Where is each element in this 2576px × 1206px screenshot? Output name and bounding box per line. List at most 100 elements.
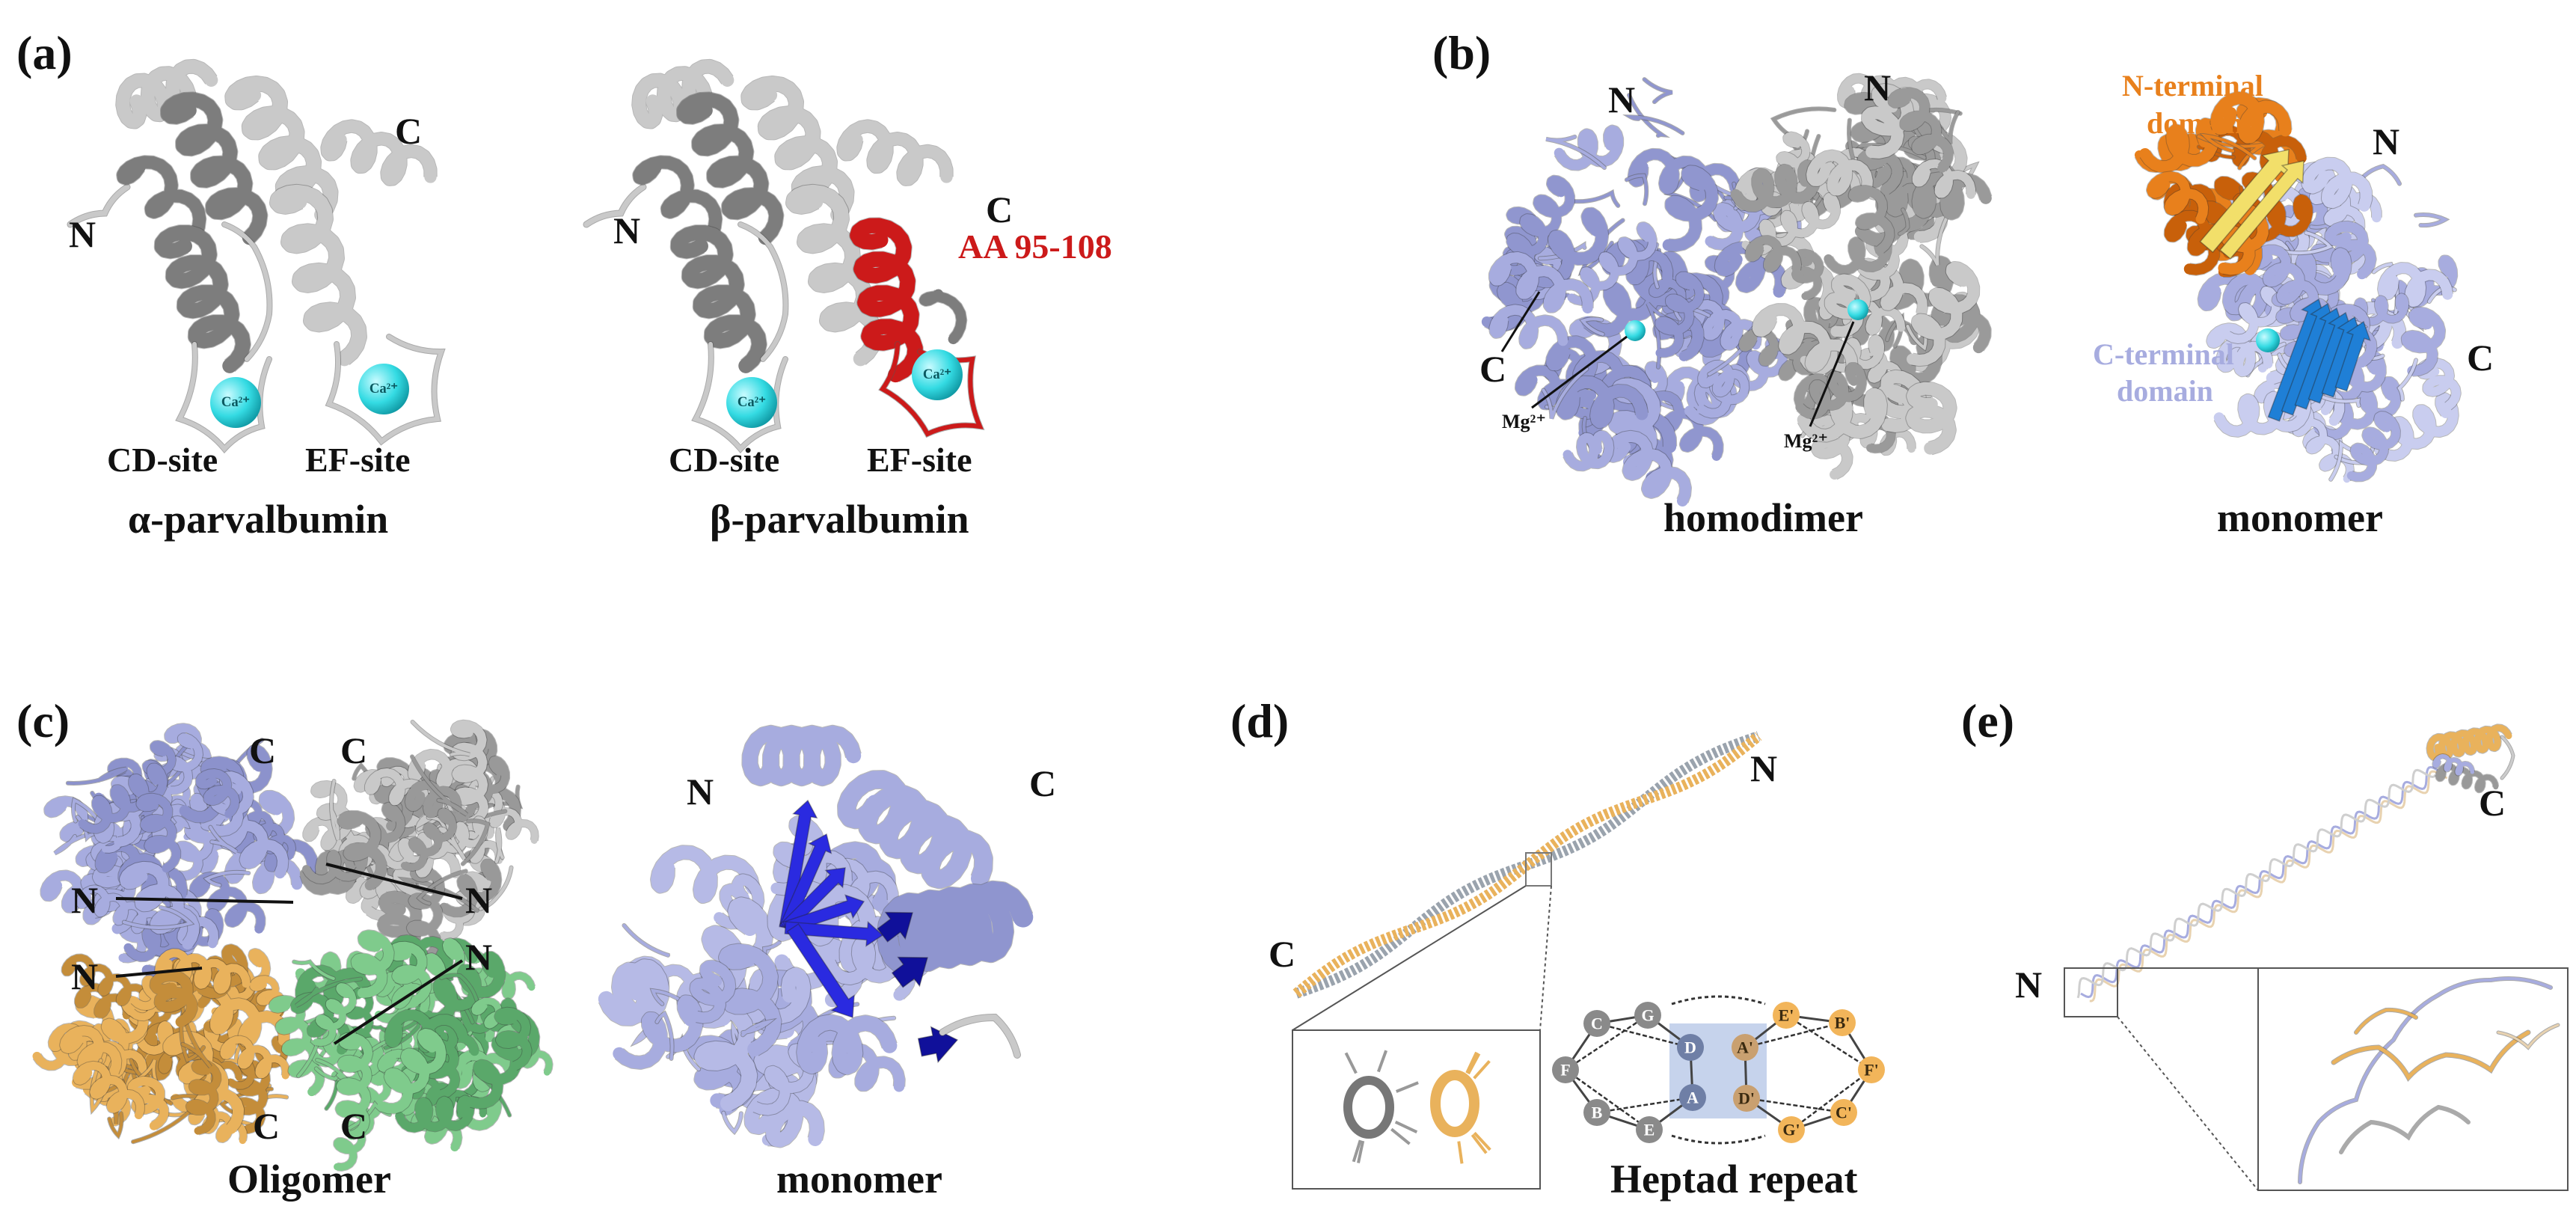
c-terminal-domain-label-line1: C-terminal — [2093, 337, 2234, 371]
oligomer-n-right-lower: N — [465, 936, 492, 978]
loop — [2319, 394, 2361, 408]
helix — [127, 1076, 169, 1130]
helix — [1503, 175, 1575, 275]
helix — [1800, 334, 1885, 375]
loop — [1920, 209, 1951, 266]
ion-sphere-icon — [1625, 320, 1646, 341]
beta-strand — [917, 1026, 959, 1064]
loop — [2201, 133, 2257, 160]
helix — [797, 1014, 898, 1075]
heptad-position-right — [1732, 1034, 1758, 1061]
loop — [741, 1019, 775, 1037]
oligomer-c-bottom-right: C — [340, 1105, 367, 1147]
helix — [1828, 307, 1919, 352]
interaction-arc — [1671, 995, 1766, 1005]
helix — [786, 184, 883, 367]
heptad-position-left — [1583, 1010, 1610, 1037]
loop — [1580, 317, 1604, 336]
ion-sphere-icon — [1847, 299, 1868, 320]
homodimer-mg-right-label: Mg²⁺ — [1784, 430, 1828, 452]
helix — [154, 225, 251, 373]
helix — [150, 970, 197, 1028]
loop — [71, 798, 102, 827]
helix — [1556, 376, 1649, 429]
filament-strand — [2089, 770, 2448, 1003]
helix — [450, 720, 488, 827]
beta-strand — [779, 833, 832, 931]
beta-strand — [784, 920, 884, 947]
ion-sphere-icon — [912, 349, 963, 400]
helix — [837, 120, 953, 186]
loop — [325, 334, 445, 445]
zoom-connector-line — [1292, 885, 1527, 1031]
side-chain — [1465, 1052, 1479, 1074]
ion-label: Ca²⁺ — [369, 381, 398, 397]
helix — [838, 771, 993, 889]
helix — [670, 225, 767, 373]
homodimer-caption: homodimer — [1663, 495, 1863, 540]
loop — [2355, 1008, 2417, 1034]
heptad-position-left — [1552, 1056, 1579, 1083]
helix — [1698, 360, 1749, 397]
helix — [74, 983, 131, 1020]
helix — [1883, 171, 1992, 220]
heptad-arrow — [1791, 1068, 1872, 1131]
helix — [1489, 304, 1568, 349]
monomer-c-caption: monomer — [776, 1157, 942, 1202]
helix — [414, 951, 506, 1024]
beta-strand — [2334, 320, 2371, 392]
loop — [494, 827, 504, 863]
helix — [613, 995, 703, 1069]
loop — [2299, 976, 2552, 1184]
heptad-position-right — [1733, 1085, 1760, 1112]
helix — [1906, 382, 1957, 455]
helix — [1738, 328, 1818, 387]
helix — [78, 763, 168, 833]
loop — [218, 1044, 242, 1064]
helix — [351, 930, 394, 998]
loop — [1542, 367, 1589, 420]
helix — [73, 1061, 144, 1120]
side-chain — [1457, 1141, 1464, 1164]
heptad-label-right: E' — [1779, 1006, 1794, 1025]
helix — [189, 872, 266, 934]
helix — [2313, 376, 2402, 440]
loop — [1628, 94, 1668, 138]
homodimer-structure — [1481, 73, 1993, 506]
monomer-b-structure — [2134, 91, 2462, 483]
gray-helix-cross-section — [1343, 1076, 1394, 1139]
helix — [1554, 125, 1624, 171]
helix — [136, 793, 181, 873]
loop — [67, 184, 130, 227]
heptad-repeat-caption: Heptad repeat — [1610, 1157, 1857, 1202]
heptad-label-right: F' — [1864, 1061, 1879, 1080]
panel-label-d: (d) — [1230, 694, 1289, 747]
loop — [2414, 212, 2449, 227]
homodimer-n-left-label: N — [1608, 79, 1635, 120]
heptad-position-left — [1583, 1099, 1610, 1126]
heptad-position-left — [1679, 1084, 1706, 1111]
loop — [292, 960, 335, 980]
beta-strand — [780, 867, 846, 933]
helix — [1563, 430, 1614, 471]
heptad-arrow — [1785, 1014, 1872, 1071]
loop — [1538, 242, 1586, 260]
beta-strand — [2219, 160, 2304, 260]
heptad-label-left: C — [1591, 1014, 1603, 1033]
helix — [161, 92, 268, 245]
helix — [2210, 91, 2292, 144]
helix — [387, 941, 432, 1005]
helix — [2378, 263, 2453, 307]
helix — [1567, 222, 1657, 305]
loop — [2282, 231, 2333, 255]
side-chain — [1357, 1140, 1365, 1163]
n-right-lower-pointer-line — [333, 959, 464, 1045]
loop — [722, 1111, 743, 1134]
heptad-position-right — [1830, 1099, 1857, 1126]
beta-cd-site-label: CD-site — [669, 441, 779, 479]
helix — [400, 808, 457, 871]
helix — [1524, 207, 1609, 288]
mg-left-pointer-line — [1531, 335, 1628, 409]
